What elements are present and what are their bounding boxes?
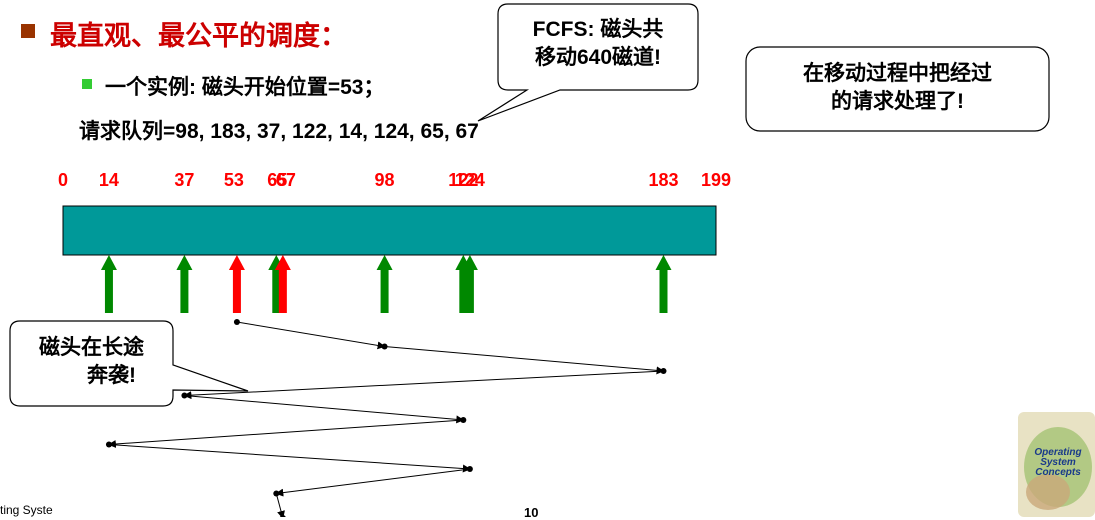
head-move-183-to-37 <box>183 370 664 400</box>
logo-text-line3: Concepts <box>1035 467 1081 478</box>
footer-course: ting Syste <box>0 503 53 517</box>
head-move-37-to-122 <box>184 395 465 424</box>
fcfs-callout-bubble <box>477 3 699 122</box>
longhaul-callout-bubble <box>9 320 249 407</box>
request-arrow-98 <box>376 255 393 313</box>
track-label-14: 14 <box>98 170 119 190</box>
fcfs-callout-line1: FCFS: 磁头共 <box>532 18 664 41</box>
head-move-65-to-67 <box>275 493 285 517</box>
process-callout-bubble <box>745 46 1050 132</box>
request-arrow-14 <box>100 255 117 313</box>
page-number: 10 <box>524 505 539 520</box>
request-arrow-124 <box>461 255 478 313</box>
track-label-65: 65 <box>267 170 288 190</box>
logo-text-line1: Operating <box>1034 447 1082 458</box>
process-callout-line1: 在移动过程中把经过 <box>803 62 992 85</box>
track-label-199: 199 <box>700 170 732 190</box>
longhaul-callout: 磁头在长途 奔袭! <box>10 334 173 390</box>
disk-track-bar <box>62 205 717 256</box>
head-move-124-to-65 <box>275 468 470 497</box>
track-label-0: 0 <box>57 170 69 190</box>
example-bullet <box>82 79 92 89</box>
head-move-53-to-98 <box>236 321 386 350</box>
longhaul-callout-line2: 奔袭! <box>87 364 136 387</box>
request-arrow-37 <box>176 255 193 313</box>
request-arrow-67 <box>274 255 291 313</box>
head-move-122-to-14 <box>107 419 464 449</box>
track-label-37: 37 <box>174 170 195 190</box>
track-label-98: 98 <box>374 170 395 190</box>
process-callout: 在移动过程中把经过 的请求处理了! <box>746 60 1049 116</box>
head-move-98-to-183 <box>384 346 665 375</box>
request-arrow-183 <box>655 255 672 313</box>
os-concepts-logo: Operating System Concepts <box>1018 412 1095 517</box>
logo-text-line2: System <box>1040 457 1076 468</box>
queue-line: 请求队列=98, 183, 37, 122, 14, 124, 65, 67 <box>79 120 479 143</box>
longhaul-callout-line1: 磁头在长途 <box>39 336 144 359</box>
process-callout-line2: 的请求处理了! <box>831 90 964 113</box>
head-move-14-to-124 <box>108 444 471 473</box>
track-label-122: 122 <box>448 170 479 190</box>
track-label-67: 67 <box>275 170 296 190</box>
title-bullet <box>21 24 35 38</box>
example-line: 一个实例: 磁头开始位置=53； <box>105 76 385 99</box>
track-label-124: 124 <box>454 170 485 190</box>
slide-title: 最直观、最公平的调度： <box>50 21 347 51</box>
fcfs-callout: FCFS: 磁头共 移动640磁道! <box>498 16 698 72</box>
track-label-53: 53 <box>223 170 244 190</box>
track-label-183: 183 <box>648 170 679 190</box>
fcfs-callout-line2: 移动640磁道! <box>534 46 662 69</box>
request-arrow-53 <box>228 255 245 313</box>
